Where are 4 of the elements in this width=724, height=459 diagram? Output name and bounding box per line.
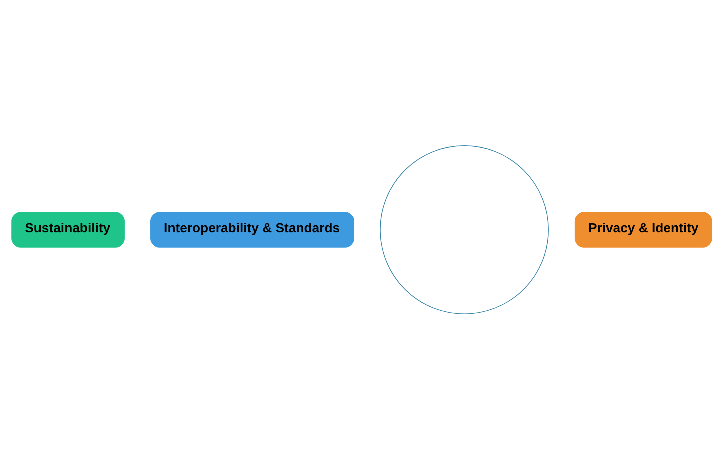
node-box: Interoperability & Standards [150, 212, 354, 248]
node-box: Sustainability [12, 212, 125, 248]
node-box: Privacy & Identity [574, 212, 712, 248]
node-circle [380, 145, 549, 314]
